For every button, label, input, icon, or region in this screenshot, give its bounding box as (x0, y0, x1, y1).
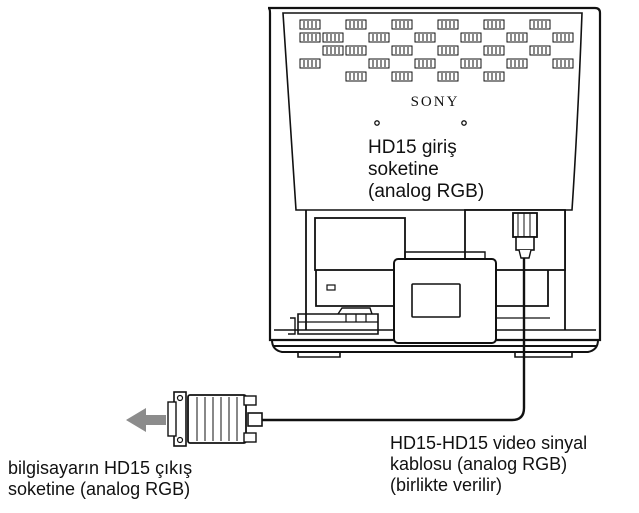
vent-slot (391, 19, 413, 30)
output-socket-line-1: bilgisayarın HD15 çıkış (8, 458, 193, 478)
vent-slot (483, 45, 505, 56)
computer-plug (167, 391, 263, 447)
vent-slot (299, 32, 321, 43)
vent-slot (414, 32, 436, 43)
screw-hole-left (374, 120, 380, 126)
vent-slot (322, 45, 344, 56)
vent-slot (437, 45, 459, 56)
vent-slot (460, 58, 482, 69)
brand-logo: SONY (411, 94, 460, 110)
cable-cover (393, 251, 497, 344)
direction-arrow-icon (126, 408, 166, 432)
vent-slot (460, 32, 482, 43)
vent-slot (506, 58, 528, 69)
vent-slot (552, 32, 574, 43)
vent-slot (483, 71, 505, 82)
vent-slot (299, 58, 321, 69)
vent-slot (345, 45, 367, 56)
vent-slot (345, 19, 367, 30)
vent-slot (437, 71, 459, 82)
cable-line-3: (birlikte verilir) (390, 475, 502, 495)
brand-text: SONY (411, 94, 460, 110)
vent-slot (391, 45, 413, 56)
input-socket-line-1: HD15 giriş (368, 137, 457, 158)
vent-slot (483, 19, 505, 30)
vent-slot (529, 19, 551, 30)
vent-slot (345, 71, 367, 82)
signal-cable (262, 258, 526, 422)
monitor-plug (512, 212, 538, 259)
vent-grid (299, 19, 574, 82)
vent-slot (322, 32, 344, 43)
cable-line-1: HD15-HD15 video sinyal (390, 433, 588, 453)
vent-slot (529, 45, 551, 56)
input-socket-line-3: (analog RGB) (368, 181, 485, 202)
output-socket-label: bilgisayarın HD15 çıkış soketine (analog… (8, 458, 192, 500)
screw-hole-right (461, 120, 467, 126)
vent-slot (368, 58, 390, 69)
vent-slot (506, 32, 528, 43)
cable-line-2: kablosu (analog RGB) (390, 454, 568, 474)
cable-label: HD15-HD15 video sinyal kablosu (analog R… (390, 433, 587, 496)
output-socket-line-2: soketine (analog RGB) (8, 479, 191, 499)
vent-slot (437, 19, 459, 30)
vent-slot (552, 58, 574, 69)
vent-slot (391, 71, 413, 82)
vent-slot (414, 58, 436, 69)
vent-slot (299, 19, 321, 30)
input-socket-line-2: soketine (368, 159, 439, 180)
input-socket-label: HD15 giriş soketine (analog RGB) (368, 137, 484, 203)
vent-slot (368, 32, 390, 43)
